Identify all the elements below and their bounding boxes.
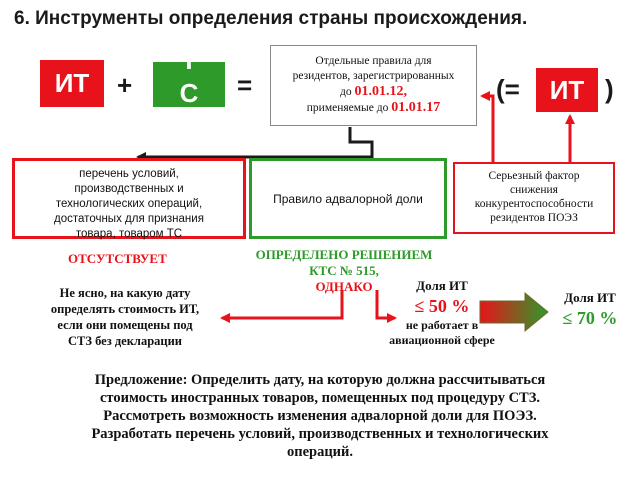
list-line-3: технологических операций, — [55, 198, 203, 210]
unclear-line-3: если они помещены под — [57, 318, 193, 332]
share-50-note-2: авиационной сфере — [389, 333, 495, 347]
plus-sign: + — [117, 70, 133, 100]
unclear-date-text: Не ясно, на какую дату определять стоимо… — [30, 285, 220, 349]
rules-date-2012: 01.01.12, — [354, 84, 407, 99]
unclear-line-1: Не ясно, на какую дату — [59, 286, 191, 300]
unclear-line-2: определять стоимость ИТ, — [50, 302, 200, 316]
decision-line-1: ОПРЕДЕЛЕНО РЕШЕНИЕМ — [255, 247, 433, 262]
it-badge: ИТ — [40, 60, 104, 107]
proposal-line-3: Рассмотреть возможность изменения адвало… — [103, 408, 537, 424]
rules-line-3-prefix: до — [340, 86, 355, 98]
list-line-4: достаточных для признания — [54, 213, 204, 225]
rules-line-2: резидентов, зарегистрированных — [292, 70, 455, 82]
resident-rules-box: Отдельные правила для резидентов, зареги… — [270, 45, 477, 126]
share-50-label: Доля ИТ — [416, 278, 468, 293]
factor-line-1: Серьезный фактор — [488, 170, 580, 182]
it-badge-2: ИТ — [536, 68, 598, 112]
ts-badge: Т С — [153, 62, 225, 107]
unclear-line-4: СТЗ без декларации — [67, 334, 182, 348]
share-50-value: ≤ 50 % — [414, 296, 470, 316]
factor-line-4: резидентов ПОЭЗ — [490, 212, 578, 224]
ad-valorem-box: Правило адвалорной доли — [249, 158, 447, 239]
competitiveness-factor-box: Серьезный фактор снижения конкурентоспос… — [453, 162, 615, 234]
ts-badge-bottom: С — [179, 78, 199, 107]
factor-line-2: снижения — [510, 184, 558, 196]
list-line-2: производственных и — [74, 183, 184, 195]
proposal-line-1: Предложение: Определить дату, на которую… — [94, 372, 546, 388]
share-50-note-1: не работает в — [405, 318, 479, 332]
proposal-line-4: Разработать перечень условий, производст… — [91, 426, 549, 442]
decision-text: ОПРЕДЕЛЕНО РЕШЕНИЕМ КТС № 515, ОДНАКО — [244, 247, 444, 295]
share-70-block: Доля ИТ ≤ 70 % — [545, 290, 635, 330]
rules-line-1: Отдельные правила для — [315, 55, 432, 67]
ts-badge-top: Т — [153, 62, 225, 76]
decision-line-2: КТС № 515, — [309, 263, 379, 278]
proposal-line-2: стоимость иностранных товаров, помещенны… — [100, 390, 540, 406]
share-70-label: Доля ИТ — [564, 290, 616, 305]
open-paren-equals: (= — [496, 74, 520, 104]
absent-label: ОТСУТСТВУЕТ — [68, 251, 167, 266]
equals-sign: = — [237, 70, 253, 100]
it-badge-2-label: ИТ — [549, 75, 585, 105]
page-title: 6. Инструменты определения страны происх… — [14, 8, 528, 29]
factor-to-rules-arrow — [480, 91, 495, 162]
it-badge-label: ИТ — [54, 68, 90, 98]
factor-line-3: конкурентоспособности — [474, 198, 594, 210]
rules-date-2017: 01.01.17 — [391, 100, 441, 115]
proposal-line-5: операций. — [286, 444, 354, 460]
rules-line-4: применяемые до 01.01.17 — [271, 100, 476, 116]
conditions-list-box: перечень условий, производственных и тех… — [12, 158, 246, 240]
list-line-5: товара, товаром ТС — [75, 228, 183, 240]
ad-valorem-label: Правило адвалорной доли — [273, 191, 423, 206]
list-line-1: перечень условий, — [79, 168, 179, 180]
rules-line-3: до 01.01.12, — [271, 84, 476, 100]
decision-line-3: ОДНАКО — [315, 279, 373, 294]
close-paren: ) — [605, 74, 614, 104]
proposal-text: Предложение: Определить дату, на которую… — [20, 371, 620, 461]
share-50-block: Доля ИТ ≤ 50 % не работает в авиационной… — [372, 278, 512, 348]
rules-line-4-prefix: применяемые до — [306, 102, 392, 114]
share-70-value: ≤ 70 % — [562, 308, 618, 328]
